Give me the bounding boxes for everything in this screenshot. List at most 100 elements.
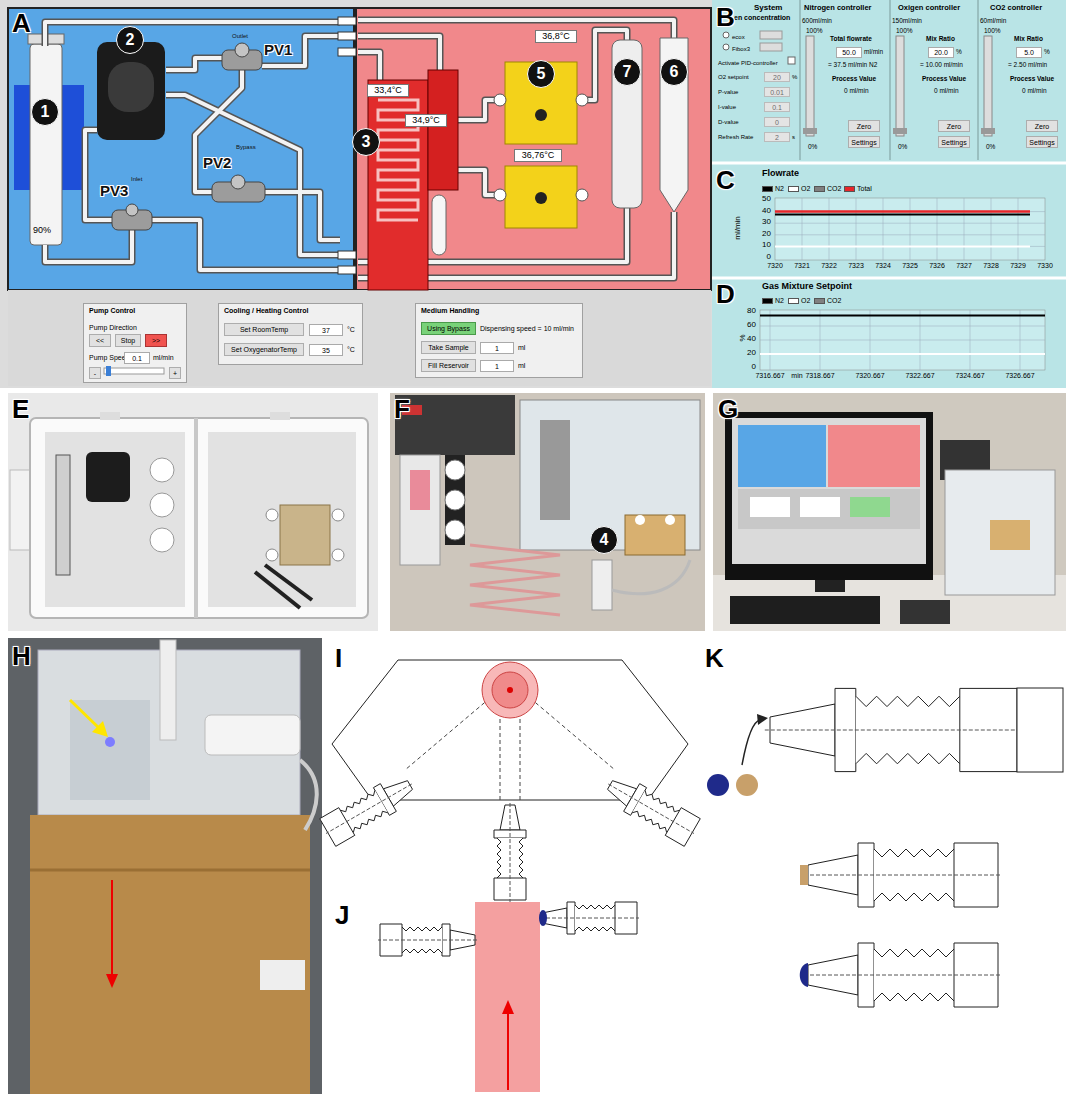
chamber-schematic-top (507, 687, 513, 693)
chamber-schematic-side (507, 1012, 509, 1090)
legend-item: Total (844, 185, 872, 192)
label-text: 5 (537, 66, 546, 82)
legend-text: CO2 (827, 185, 841, 192)
flowrate-chart (775, 214, 1030, 216)
tubing (45, 20, 674, 278)
wall-fitting (338, 266, 356, 274)
legend-swatch (762, 186, 773, 192)
fitting-detail (736, 774, 758, 796)
fitting-detail (707, 774, 729, 796)
button: Zero (1026, 120, 1058, 132)
legend-text: N2 (775, 185, 784, 192)
workstation-photo (900, 600, 950, 624)
culture-chamber (494, 94, 506, 106)
label-text: I-value (718, 104, 736, 110)
axis-or-part-label: 7324 (875, 262, 891, 269)
label-text: 37 (322, 327, 330, 334)
flowrate-chart (775, 198, 1045, 260)
label-text: 100% (984, 28, 1001, 35)
axis-or-part-label: % (739, 334, 747, 341)
flowrate-chart (775, 245, 1030, 247)
culture-chamber (494, 189, 506, 201)
chamber-photo (106, 974, 118, 988)
axis-or-part-label: 7320.667 (855, 372, 884, 379)
pinch-valve (231, 175, 245, 189)
panel-a-ground (0, 0, 712, 388)
axis-or-part-label: 7320 (767, 262, 783, 269)
controller-panel: CO2 controller60ml/min100%Mix Ratio%= 2.… (980, 2, 1064, 158)
label-text: 2 (775, 134, 779, 141)
culture-chamber (576, 94, 588, 106)
axis-or-part-label: 10 (762, 241, 771, 249)
legend-item: CO2 (814, 185, 841, 192)
label-text: Take Sample (428, 344, 468, 351)
label-text: >> (152, 337, 160, 344)
control-panel-ground (83, 303, 583, 383)
gas-mixture-chart (760, 310, 1045, 370)
fitting-detail (800, 865, 808, 885)
panel-a-ground (8, 8, 354, 290)
sample-tube (660, 38, 688, 212)
workstation-photo (713, 393, 1066, 631)
label-text: 20 (773, 74, 781, 81)
label-text: 35 (322, 347, 330, 354)
label-text: Mix Ratio (1014, 36, 1043, 43)
label-text: + (173, 370, 177, 377)
wall-fitting (338, 48, 356, 56)
legend-swatch (788, 298, 799, 304)
label-text: O2 setpoint (718, 74, 749, 80)
culture-chamber (535, 109, 547, 121)
workstation-photo (730, 596, 880, 624)
label-text: 60ml/min (980, 18, 1006, 25)
workstation-photo (713, 393, 1066, 631)
wall-fitting (338, 251, 356, 259)
device-render (100, 412, 120, 420)
label-text: = 10.00 ml/min (920, 62, 963, 69)
label-text: 0.1 (132, 355, 142, 362)
label-text: 33,4°C (374, 86, 402, 95)
axis-or-part-label: 7326 (929, 262, 945, 269)
callout-number: 3 (352, 128, 380, 156)
label-text: % (792, 74, 797, 80)
device-render (10, 470, 32, 550)
valve-label: PV1 (264, 42, 292, 57)
pinch-valve (126, 204, 138, 216)
panel-heading: Nitrogen controller (804, 4, 872, 12)
setup-photo (635, 515, 645, 525)
fitting-detail (800, 963, 808, 987)
chamber-schematic-top (318, 770, 420, 847)
device-render (8, 393, 378, 631)
pinch-valve (235, 43, 249, 57)
fitting-detail (707, 688, 1063, 1007)
radio-and-checkbox (760, 43, 782, 51)
oxygenator (428, 70, 458, 190)
device-render (208, 432, 356, 607)
label-text: 5.0 (1024, 49, 1034, 56)
input-field: 35 (309, 344, 343, 356)
control-panel-ground (83, 303, 187, 383)
culture-chamber (505, 166, 577, 228)
oxygenator (368, 70, 458, 290)
label-text: Pump Direction (89, 324, 137, 331)
device-render (332, 549, 344, 561)
label-text: Using Bypass (427, 325, 470, 332)
axis-or-part-label: 20 (747, 349, 756, 357)
label-text: Process Value (922, 76, 966, 83)
button: + (169, 367, 181, 379)
peristaltic-pump (108, 62, 154, 112)
label-text: 0 ml/min (844, 88, 869, 95)
label-text: en concentration (734, 14, 790, 21)
gas-mixture-chart (760, 310, 1045, 370)
oxygenator (368, 80, 428, 290)
chamber-photo (30, 869, 310, 872)
axis-or-part-label: 7327 (956, 262, 972, 269)
chamber-schematic-top (600, 770, 702, 847)
slider (803, 128, 817, 134)
input-field: 20 (764, 72, 790, 82)
label-text: 3 (362, 134, 371, 150)
axis-or-part-label: 7329 (1010, 262, 1026, 269)
setup-photo (445, 460, 465, 480)
chamber-schematic-top (318, 660, 702, 902)
panel-letter: E (12, 396, 29, 422)
